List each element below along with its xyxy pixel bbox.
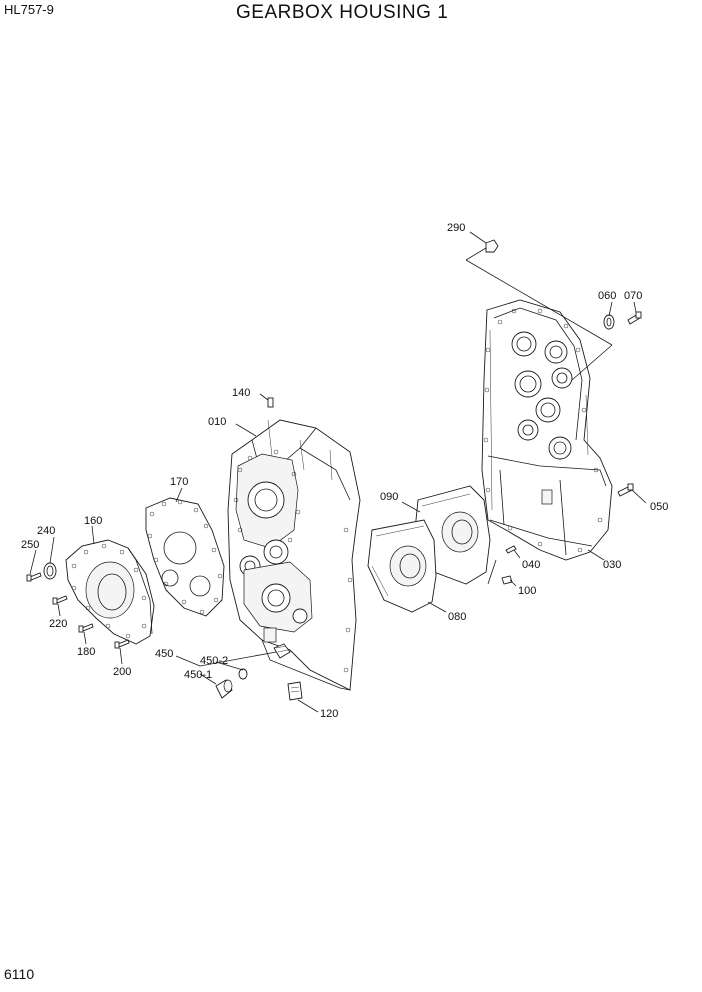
callout-120[interactable]: 120 <box>320 708 338 720</box>
part-180-screw[interactable] <box>78 623 94 633</box>
callout-140[interactable]: 140 <box>232 387 250 399</box>
part-450-2-seal[interactable] <box>238 668 248 680</box>
page-title: GEARBOX HOUSING 1 <box>236 2 449 23</box>
callout-060[interactable]: 060 <box>598 290 616 302</box>
part-200-screw[interactable] <box>114 639 130 649</box>
callout-080[interactable]: 080 <box>448 611 466 623</box>
part-080-gasket[interactable] <box>367 519 437 613</box>
part-290-plug[interactable] <box>465 239 613 381</box>
callout-200[interactable]: 200 <box>113 666 131 678</box>
model-code: HL757-9 <box>4 2 54 17</box>
leader-lines <box>29 231 647 713</box>
part-250-screw[interactable] <box>26 572 42 582</box>
callout-030[interactable]: 030 <box>603 559 621 571</box>
callout-180[interactable]: 180 <box>77 646 95 658</box>
part-240-ring[interactable] <box>43 562 57 580</box>
part-140-plug[interactable] <box>267 397 274 408</box>
part-170-gasket[interactable] <box>145 497 225 617</box>
callout-250[interactable]: 250 <box>21 539 39 551</box>
part-060-ring[interactable] <box>603 314 615 330</box>
callout-labels: 290 060 070 140 010 170 090 050 240 160 … <box>21 222 668 720</box>
callout-040[interactable]: 040 <box>522 559 540 571</box>
part-450-plug-assembly[interactable] <box>273 643 291 659</box>
part-120-plate[interactable] <box>287 681 303 701</box>
callout-070[interactable]: 070 <box>624 290 642 302</box>
callout-450[interactable]: 450 <box>155 648 173 660</box>
callout-160[interactable]: 160 <box>84 515 102 527</box>
callout-450-1[interactable]: 450-1 <box>184 669 212 681</box>
callout-240[interactable]: 240 <box>37 525 55 537</box>
part-100-plug[interactable] <box>487 559 513 585</box>
callout-090[interactable]: 090 <box>380 491 398 503</box>
callout-170[interactable]: 170 <box>170 476 188 488</box>
callout-450-2[interactable]: 450-2 <box>200 655 228 667</box>
callout-220[interactable]: 220 <box>49 618 67 630</box>
callout-010[interactable]: 010 <box>208 416 226 428</box>
part-450-1-plug[interactable] <box>215 679 233 699</box>
part-010-main-housing[interactable] <box>227 419 361 691</box>
part-220-screw[interactable] <box>52 595 68 605</box>
page-number: 6110 <box>4 966 35 982</box>
callout-050[interactable]: 050 <box>650 501 668 513</box>
part-040-pin[interactable] <box>505 545 517 554</box>
callout-100[interactable]: 100 <box>518 585 536 597</box>
part-050-screw[interactable] <box>617 483 634 497</box>
part-160-front-cover[interactable] <box>65 539 155 645</box>
part-070-screw[interactable] <box>627 311 642 325</box>
part-030-rear-cover[interactable] <box>481 299 613 561</box>
callout-290[interactable]: 290 <box>447 222 465 234</box>
